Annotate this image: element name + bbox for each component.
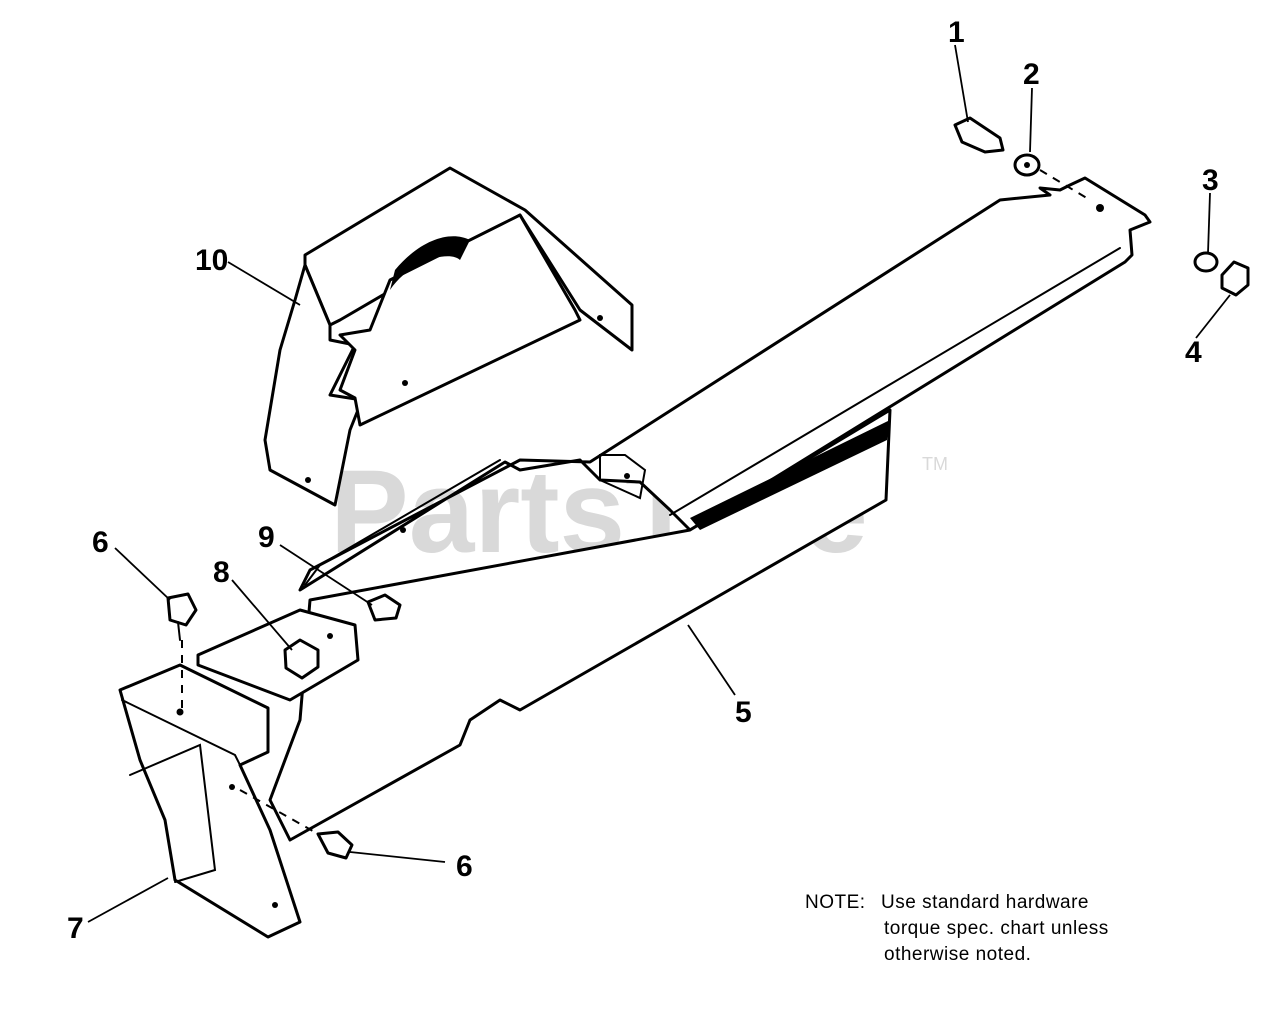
- hardware-washer-2: [1013, 153, 1041, 177]
- part-5-belt-guard: [268, 176, 1152, 842]
- leader-9: [279, 544, 373, 606]
- hardware-bolt-6-top: [166, 592, 198, 641]
- callout-9: 9: [258, 521, 275, 554]
- leader-3: [1207, 192, 1211, 254]
- callout-8: 8: [213, 556, 230, 589]
- part-10-upper-guard: [263, 166, 634, 507]
- leader-7: [87, 877, 169, 923]
- hardware-bolt-1: [953, 116, 1005, 154]
- note-label: NOTE:: [805, 892, 866, 913]
- callout-3: 3: [1202, 164, 1219, 197]
- part-bracket: [196, 608, 360, 702]
- callout-5: 5: [735, 696, 752, 729]
- leader-4: [1195, 294, 1231, 339]
- callout-1: 1: [948, 16, 965, 49]
- callout-4: 4: [1185, 336, 1202, 369]
- leader-2: [1029, 87, 1033, 153]
- callout-2: 2: [1023, 58, 1040, 91]
- watermark-trademark: TM: [922, 454, 948, 474]
- callout-6-bottom: 6: [456, 850, 473, 883]
- callout-6-top: 6: [92, 526, 109, 559]
- note-line-3: otherwise noted.: [884, 944, 1032, 965]
- hardware-washer-3: [1193, 251, 1219, 273]
- hardware-nut-8: [283, 638, 320, 680]
- leader-1: [954, 44, 969, 123]
- hardware-bolt-9: [366, 593, 402, 622]
- note-line-2: torque spec. chart unless: [884, 918, 1109, 939]
- note-line-1: Use standard hardware: [881, 892, 1089, 913]
- assembly-line: [239, 789, 321, 836]
- hardware-nut-4: [1220, 260, 1250, 297]
- part-7-end-guard: [118, 663, 302, 939]
- leader-8: [231, 579, 293, 651]
- leader-6-bottom: [349, 851, 446, 863]
- leader-10: [227, 261, 301, 306]
- leader-6-top: [114, 547, 171, 601]
- hardware-bolt-6-bottom: [316, 830, 354, 860]
- leader-5: [687, 624, 736, 696]
- callout-7: 7: [67, 912, 84, 945]
- callout-10: 10: [195, 244, 228, 277]
- hardware-note: NOTE: Use standard hardware torque spec. …: [805, 890, 1109, 968]
- assembly-line: [1039, 169, 1091, 201]
